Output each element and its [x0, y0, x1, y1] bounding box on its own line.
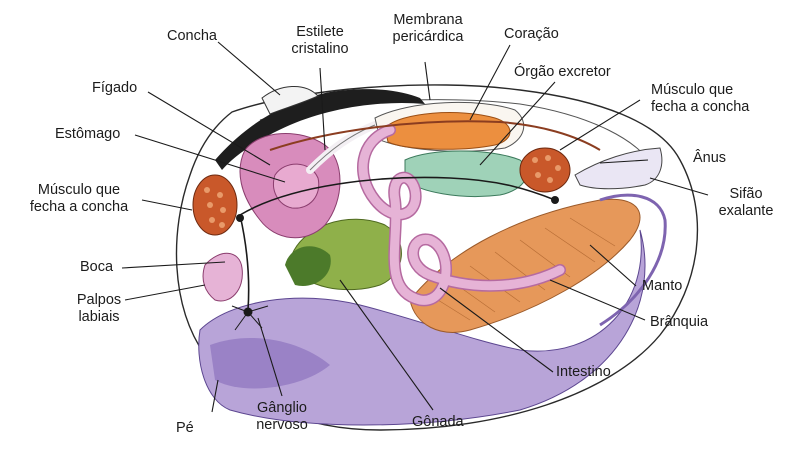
label-sifao-exalante: Sifão exalante	[708, 186, 784, 220]
label-estilete-line2: cristalino	[275, 41, 365, 58]
label-musculo-anterior-line2: fecha a concha	[18, 199, 140, 216]
label-musculo-anterior: Músculo que fecha a concha	[18, 182, 140, 216]
label-palpos-labiais: Palpos labiais	[68, 292, 130, 326]
label-musculo-posterior-line1: Músculo que	[651, 82, 749, 99]
label-ganglio-line1: Gânglio	[244, 400, 320, 417]
posterior-adductor-muscle	[520, 148, 570, 192]
nerve-cord-foot	[240, 215, 249, 310]
label-intestino: Intestino	[556, 364, 611, 381]
label-musculo-posterior-line2: fecha a concha	[651, 99, 749, 116]
label-anus: Ânus	[693, 150, 726, 167]
label-musculo-anterior-line1: Músculo que	[18, 182, 140, 199]
exhalant-siphon	[575, 148, 662, 189]
label-figado: Fígado	[92, 80, 137, 97]
label-estomago: Estômago	[55, 126, 120, 143]
label-pe: Pé	[176, 420, 194, 437]
label-membrana-pericardica: Membrana pericárdica	[373, 12, 483, 46]
label-boca: Boca	[80, 259, 113, 276]
cerebral-ganglion	[236, 214, 244, 222]
excretory-organ	[405, 151, 527, 197]
label-orgao-excretor: Órgão excretor	[514, 64, 611, 81]
label-manto: Manto	[642, 278, 682, 295]
label-branquia: Brânquia	[650, 314, 708, 331]
label-ganglio-nervoso: Gânglio nervoso	[244, 400, 320, 434]
label-estilete-cristalino: Estilete cristalino	[275, 24, 365, 58]
heart	[385, 113, 510, 150]
labial-palps	[203, 253, 242, 301]
visceral-ganglion	[551, 196, 559, 204]
label-membrana-line1: Membrana	[373, 12, 483, 29]
label-estilete-line1: Estilete	[275, 24, 365, 41]
label-palpos-line2: labiais	[68, 309, 130, 326]
label-sifao-line2: exalante	[708, 203, 784, 220]
label-ganglio-line2: nervoso	[244, 417, 320, 434]
label-musculo-posterior: Músculo que fecha a concha	[651, 82, 749, 116]
label-coracao: Coração	[504, 26, 559, 43]
label-sifao-line1: Sifão	[708, 186, 784, 203]
anterior-adductor-muscle	[193, 175, 237, 235]
label-palpos-line1: Palpos	[68, 292, 130, 309]
label-membrana-line2: pericárdica	[373, 29, 483, 46]
label-concha: Concha	[152, 28, 232, 45]
label-gonada: Gônada	[412, 414, 464, 431]
